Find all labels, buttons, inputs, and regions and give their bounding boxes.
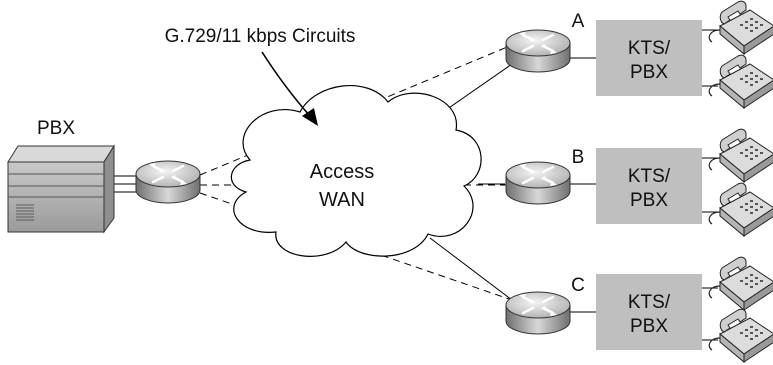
circuits-callout-arrow <box>261 51 318 126</box>
kts-pbx-label-b1: KTS/ <box>628 166 671 187</box>
telephone-icon-b1 <box>708 128 773 183</box>
telephone-icon-c1 <box>708 256 773 311</box>
kts-pbx-label-c2: PBX <box>630 316 668 337</box>
circuits-label: G.729/11 kbps Circuits <box>165 26 356 47</box>
telephone-icon-c2 <box>708 308 773 363</box>
kts-pbx-label-b2: PBX <box>630 190 668 211</box>
site-letter-c: C <box>571 275 585 296</box>
kts-pbx-box-c <box>596 274 702 350</box>
router-icon-a <box>504 28 572 74</box>
site-letter-a: A <box>572 11 585 32</box>
kts-pbx-box-b <box>596 148 702 224</box>
router-icon-hq <box>134 159 202 205</box>
kts-pbx-label-a1: KTS/ <box>628 38 671 59</box>
kts-pbx-box-a <box>596 20 702 96</box>
cloud-label-line2: WAN <box>319 189 365 211</box>
pbx-cabinet-icon <box>7 144 115 234</box>
telephone-icon-a1 <box>708 0 773 55</box>
kts-pbx-label-c1: KTS/ <box>628 292 671 313</box>
cloud-icon <box>230 85 482 257</box>
router-icon-c <box>504 290 572 336</box>
router-icon-b <box>504 160 572 206</box>
pbx-label: PBX <box>37 118 75 139</box>
site-letter-b: B <box>572 147 585 168</box>
link-cloud-router-c <box>429 237 513 301</box>
telephone-icon-a2 <box>708 54 773 109</box>
cloud-label-line1: Access <box>310 161 374 183</box>
telephone-icon-b2 <box>708 182 773 237</box>
kts-pbx-label-a2: PBX <box>630 62 668 83</box>
